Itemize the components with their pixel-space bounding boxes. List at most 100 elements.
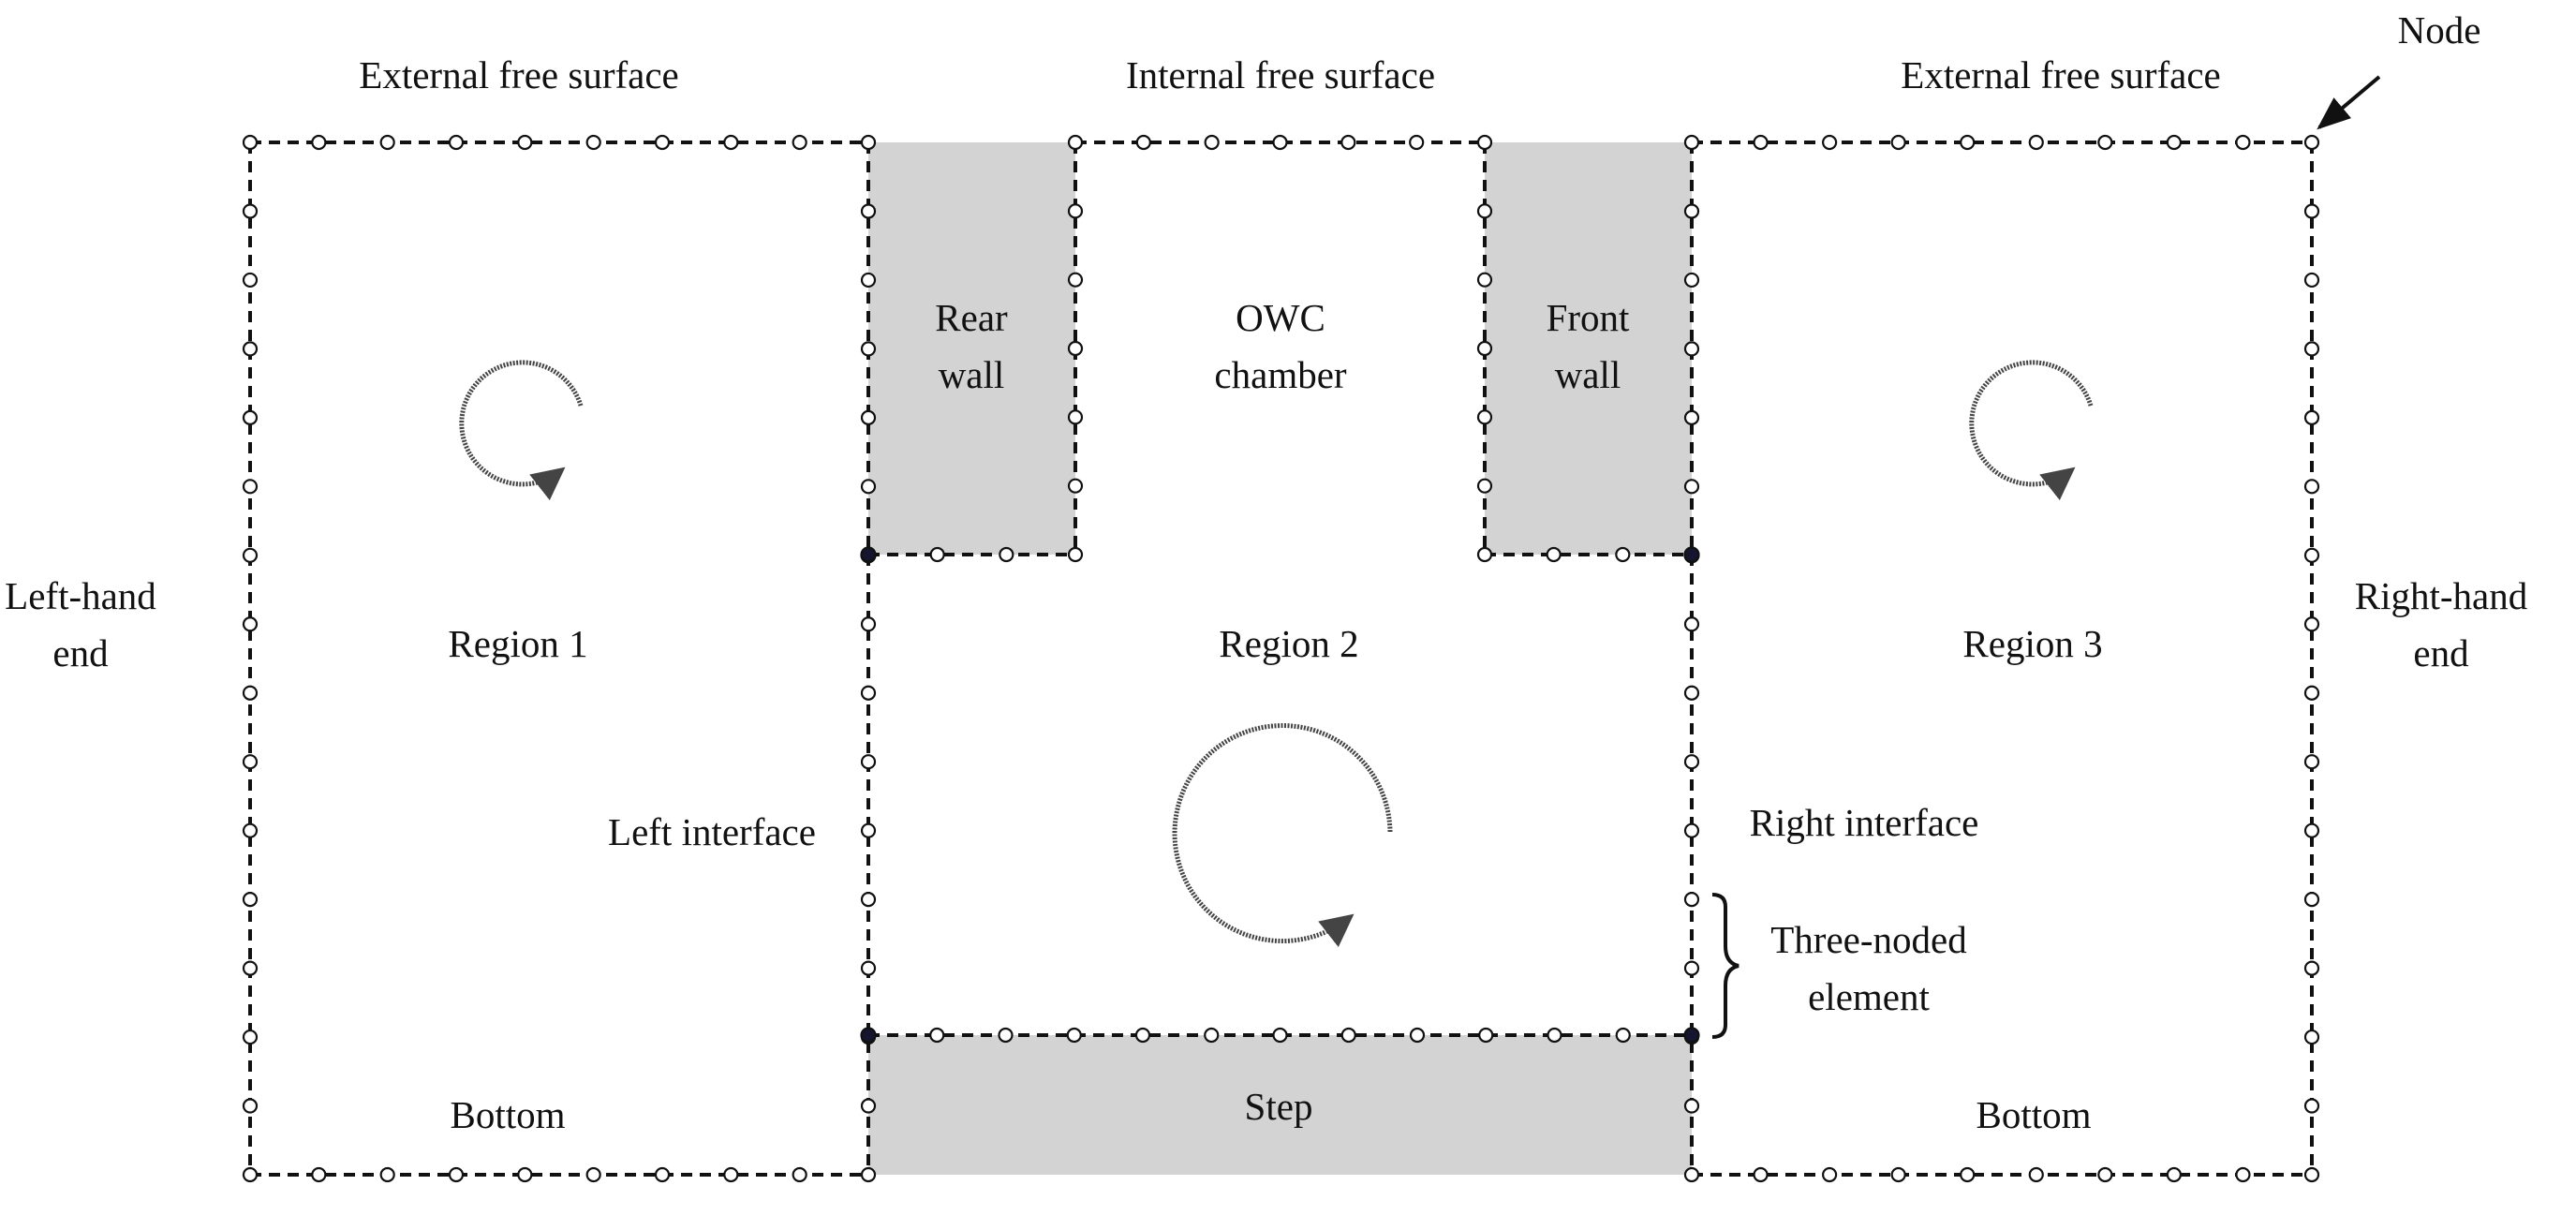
corner-node (860, 546, 877, 563)
boundary-node (2235, 134, 2251, 151)
boundary-node (860, 1098, 877, 1114)
boundary-node (792, 1166, 807, 1183)
boundary-node (1204, 1027, 1220, 1044)
boundary-node (860, 409, 877, 425)
boundary-node (860, 1166, 877, 1183)
boundary-node (242, 1166, 259, 1183)
boundary-node (1683, 134, 1700, 151)
boundary-node (1683, 1166, 1700, 1183)
boundary-node (1683, 685, 1700, 701)
node-label: Node (2398, 8, 2481, 52)
right-interface-label: Right interface (1750, 801, 1979, 844)
boundary-node (1547, 1027, 1562, 1044)
boundary-node (242, 822, 259, 838)
boundary-node (2028, 1166, 2044, 1183)
boundary-node (242, 203, 259, 219)
boundary-node (2303, 1029, 2320, 1045)
boundary-node (448, 1166, 465, 1183)
boundary-node (311, 134, 327, 151)
boundary-node (242, 479, 259, 495)
boundary-node (2303, 203, 2320, 219)
boundary-node (1134, 1027, 1151, 1044)
boundary-node (379, 1166, 395, 1183)
boundary-node (585, 134, 601, 151)
boundary-node (1066, 1027, 1082, 1044)
boundary-node (1476, 409, 1493, 425)
boundary-node (1272, 134, 1288, 151)
boundary-node (1753, 1166, 1769, 1183)
boundary-node (1204, 134, 1220, 151)
three-noded-element-label-line2: element (1808, 975, 1930, 1018)
external-free-surface-right-label: External free surface (1901, 53, 2220, 96)
boundary-node (242, 892, 259, 908)
three-noded-element-label-line1: Three-noded (1770, 918, 1966, 961)
step-label: Step (1245, 1085, 1313, 1128)
boundary-node (2303, 1098, 2320, 1114)
boundary-node (1476, 134, 1493, 151)
boundary-node (242, 134, 259, 151)
region2-label: Region 2 (1219, 622, 1358, 665)
boundary-node (792, 134, 807, 151)
boundary-node (242, 1029, 259, 1045)
boundary-node (860, 616, 877, 632)
three-noded-element-brace (1711, 893, 1740, 1039)
boundary-node (2235, 1166, 2251, 1183)
internal-free-surface-label: Internal free surface (1126, 53, 1435, 96)
boundary-node (1135, 134, 1151, 151)
boundary-node (2303, 547, 2320, 563)
boundary-node (1067, 409, 1084, 425)
boundary-node (1476, 478, 1493, 494)
bottom-right-label: Bottom (1976, 1093, 2091, 1136)
boundary-node (1683, 960, 1700, 976)
boundary-node (517, 134, 533, 151)
node-pointer-arrow (2317, 75, 2381, 130)
boundary-node (1822, 134, 1838, 151)
boundary-node (311, 1166, 327, 1183)
boundary-node (242, 960, 259, 976)
boundary-node (1822, 1166, 1838, 1183)
right-hand-end-label-line2: end (2413, 631, 2468, 674)
boundary-node (2028, 134, 2044, 151)
boundary-node (2303, 822, 2320, 838)
boundary-node (2303, 892, 2320, 908)
corner-node (1683, 546, 1700, 563)
front-wall-shape (1485, 142, 1692, 555)
boundary-node (2303, 1166, 2320, 1183)
boundary-node (860, 203, 877, 219)
boundary-node (1067, 203, 1084, 219)
boundary-node (1683, 409, 1700, 425)
boundary-node (242, 616, 259, 632)
rear-wall-label-line1: Rear (935, 296, 1008, 339)
boundary-node (2303, 134, 2320, 151)
boundary-node (1272, 1027, 1288, 1044)
boundary-node (1890, 1166, 1906, 1183)
boundary-node (2303, 479, 2320, 495)
boundary-node (860, 341, 877, 357)
left-interface-label: Left interface (608, 810, 816, 853)
boundary-node (1067, 546, 1084, 563)
external-free-surface-left-label: External free surface (359, 53, 678, 96)
boundary-node (2303, 616, 2320, 632)
boundary-node (1067, 478, 1084, 494)
step-shape (868, 1035, 1692, 1175)
rear-wall-shape (868, 142, 1075, 555)
bottom-left-label: Bottom (450, 1093, 565, 1136)
boundary-node (2097, 1166, 2113, 1183)
left-hand-end-label-line1: Left-hand (5, 574, 156, 617)
region1-label: Region 1 (448, 622, 587, 665)
boundary-node (242, 409, 259, 425)
boundary-node (929, 1027, 945, 1044)
boundary-node (654, 1166, 671, 1183)
boundary-node (2303, 754, 2320, 770)
owc-chamber-label-line2: chamber (1214, 353, 1346, 396)
boundary-node (242, 754, 259, 770)
left-hand-end-label-line2: end (52, 631, 108, 674)
boundary-node (654, 134, 671, 151)
boundary-node (242, 547, 259, 563)
boundary-node (242, 1098, 259, 1114)
boundary-node (1683, 754, 1700, 770)
boundary-node (1476, 203, 1493, 219)
boundary-node (1960, 134, 1976, 151)
